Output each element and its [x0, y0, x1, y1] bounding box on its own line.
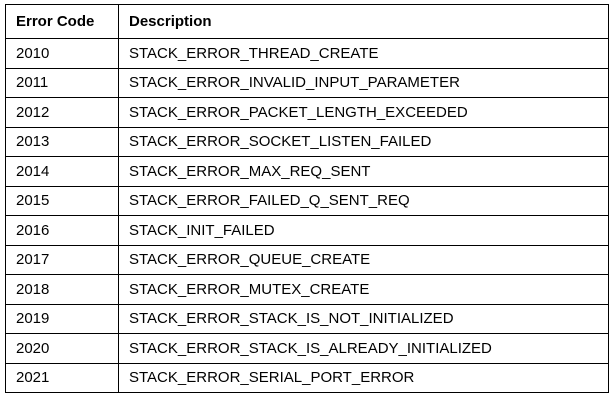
column-header-error-code: Error Code	[5, 4, 119, 39]
description-cell: STACK_ERROR_STACK_IS_ALREADY_INITIALIZED	[118, 333, 609, 364]
description-cell: STACK_ERROR_FAILED_Q_SENT_REQ	[118, 185, 609, 216]
error-code-cell: 2020	[5, 333, 119, 364]
table-row: 2014 STACK_ERROR_MAX_REQ_SENT	[5, 156, 609, 187]
error-code-cell: 2011	[5, 67, 119, 98]
error-code-cell: 2017	[5, 244, 119, 275]
description-cell: STACK_INIT_FAILED	[118, 215, 609, 246]
table-row: 2017 STACK_ERROR_QUEUE_CREATE	[5, 244, 609, 275]
table-row: 2011 STACK_ERROR_INVALID_INPUT_PARAMETER	[5, 67, 609, 98]
description-cell: STACK_ERROR_MAX_REQ_SENT	[118, 156, 609, 187]
description-cell: STACK_ERROR_STACK_IS_NOT_INITIALIZED	[118, 303, 609, 334]
table-row: 2015 STACK_ERROR_FAILED_Q_SENT_REQ	[5, 185, 609, 216]
table-row: 2010 STACK_ERROR_THREAD_CREATE	[5, 38, 609, 69]
description-cell: STACK_ERROR_SOCKET_LISTEN_FAILED	[118, 126, 609, 157]
table-row: 2020 STACK_ERROR_STACK_IS_ALREADY_INITIA…	[5, 333, 609, 364]
table-header-row: Error Code Description	[5, 4, 609, 39]
error-code-cell: 2012	[5, 97, 119, 128]
description-cell: STACK_ERROR_INVALID_INPUT_PARAMETER	[118, 67, 609, 98]
error-code-cell: 2014	[5, 156, 119, 187]
description-cell: STACK_ERROR_MUTEX_CREATE	[118, 274, 609, 305]
error-code-cell: 2015	[5, 185, 119, 216]
error-code-table: Error Code Description 2010 STACK_ERROR_…	[5, 4, 609, 393]
description-cell: STACK_ERROR_SERIAL_PORT_ERROR	[118, 362, 609, 393]
table-row: 2013 STACK_ERROR_SOCKET_LISTEN_FAILED	[5, 126, 609, 157]
column-header-description: Description	[118, 4, 609, 39]
table-row: 2019 STACK_ERROR_STACK_IS_NOT_INITIALIZE…	[5, 303, 609, 334]
error-code-cell: 2013	[5, 126, 119, 157]
table-row: 2012 STACK_ERROR_PACKET_LENGTH_EXCEEDED	[5, 97, 609, 128]
description-cell: STACK_ERROR_PACKET_LENGTH_EXCEEDED	[118, 97, 609, 128]
error-code-cell: 2019	[5, 303, 119, 334]
error-code-cell: 2016	[5, 215, 119, 246]
table-row: 2016 STACK_INIT_FAILED	[5, 215, 609, 246]
table-row: 2021 STACK_ERROR_SERIAL_PORT_ERROR	[5, 362, 609, 393]
error-code-cell: 2021	[5, 362, 119, 393]
description-cell: STACK_ERROR_THREAD_CREATE	[118, 38, 609, 69]
error-code-cell: 2018	[5, 274, 119, 305]
description-cell: STACK_ERROR_QUEUE_CREATE	[118, 244, 609, 275]
table-row: 2018 STACK_ERROR_MUTEX_CREATE	[5, 274, 609, 305]
error-code-cell: 2010	[5, 38, 119, 69]
